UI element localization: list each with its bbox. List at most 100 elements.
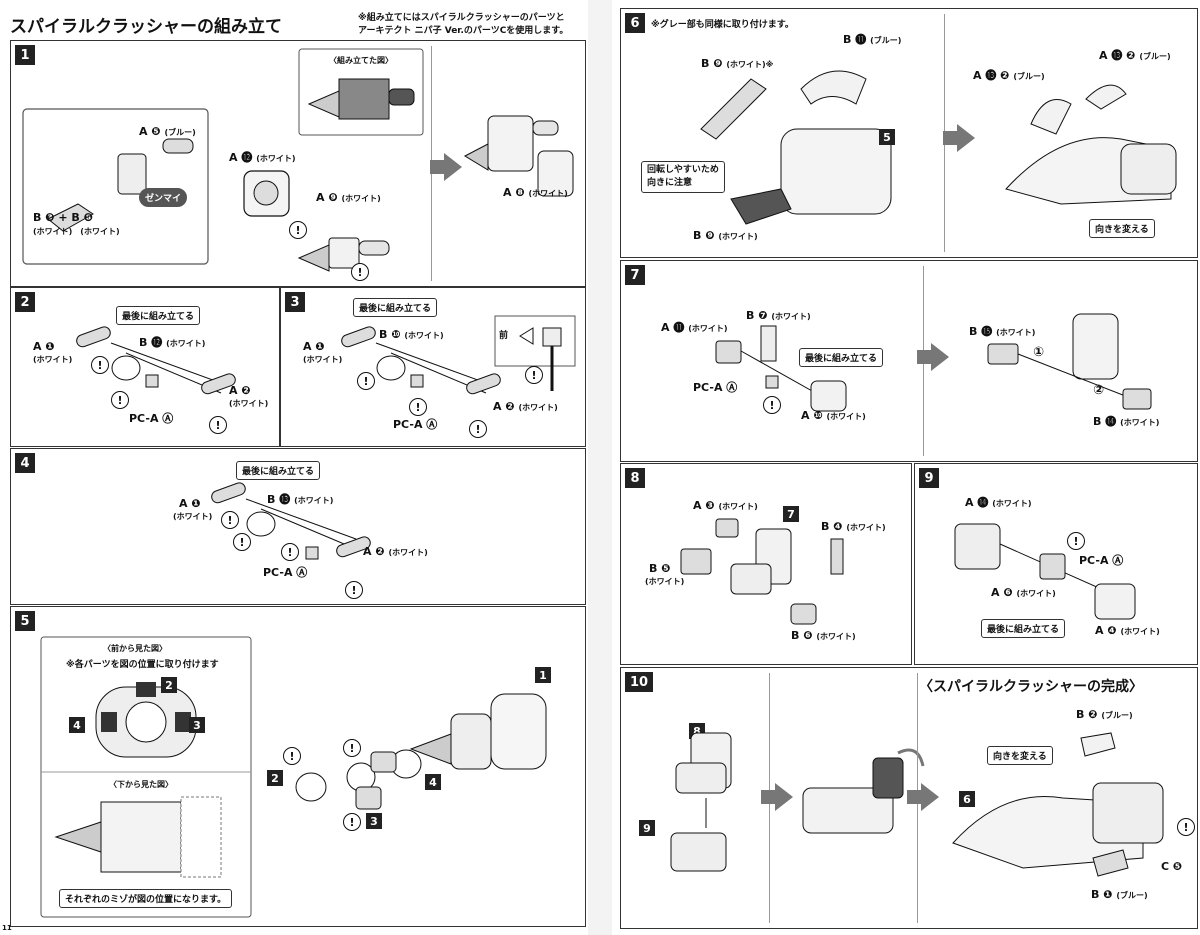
part-a1-color: (ホワイト)	[303, 355, 343, 364]
step-number: 1	[15, 45, 35, 65]
part-a2-label: A ❷ (ホワイト)	[493, 400, 558, 413]
step-number: 9	[919, 468, 939, 488]
part-a8-label: A ❽ (ホワイト)	[503, 186, 568, 199]
step-3-panel: 3 最後に組み立てる A ❶ (ホワイト) B ❿ (ホワイト) 前 A ❷ (…	[280, 287, 586, 447]
step-number: 5	[15, 611, 35, 631]
assemble-last-callout: 最後に組み立てる	[236, 461, 321, 480]
caution-icon: !	[281, 543, 299, 561]
step-7-panel: 7 A ⓫ (ホワイト) B ❼ (ホワイト) 最後に組み立てる PC-A Ⓐ …	[620, 260, 1198, 462]
caution-icon: !	[209, 416, 227, 434]
part-a4-label: A ❹ (ホワイト)	[1095, 624, 1160, 637]
assembled-view-title: 〈組み立てた図〉	[329, 56, 393, 65]
part-b13-label: B ⓭ (ホワイト)	[267, 493, 334, 506]
part-b15-label: B ⓯ (ホワイト)	[969, 325, 1036, 338]
next-arrow-icon	[907, 783, 939, 811]
part-b1-label: B ❶ (ブルー)	[1091, 888, 1148, 901]
ring-parts-drawing	[295, 749, 422, 810]
step-5-panel: 5 〈前から見た図〉 ※各パーツを図の位置に取り付けます 2 4 3 〈下から見…	[10, 606, 586, 927]
page-number: 11	[2, 924, 12, 932]
turn-around-callout: 向きを変える	[1089, 219, 1155, 238]
part-a1-label: A ❶	[179, 497, 201, 510]
caution-icon: !	[1177, 818, 1195, 836]
step-6-result-drawing	[1005, 84, 1177, 205]
part-b7-label: B ❼ (ホワイト)	[746, 309, 811, 322]
caution-icon: !	[233, 533, 251, 551]
part-pc-a-label: PC-A Ⓐ	[1079, 554, 1124, 567]
step-4-drawing	[211, 482, 371, 560]
ref-part-2: 2	[267, 770, 283, 786]
drill-body-drawing	[409, 693, 547, 770]
usage-note-line2: アーキテクト ニパ子 Ver.のパーツCを使用します。	[358, 26, 569, 36]
part-b2-label: B ❷ (ブルー)	[1076, 708, 1133, 721]
step-8-drawing	[680, 518, 844, 625]
part-b3-b8-colors: (ホワイト) (ホワイト)	[33, 227, 120, 236]
ref-part-3: 3	[366, 813, 382, 829]
part-b4-label: B ❹ (ホワイト)	[821, 520, 886, 533]
exploded-view-box	[22, 108, 209, 265]
part-b14-label: B ⓮ (ホワイト)	[1093, 415, 1160, 428]
spring-callout: ゼンマイ	[139, 188, 188, 207]
order-1-marker: ①	[1033, 345, 1045, 360]
part-drill-drawing	[297, 237, 390, 272]
next-arrow-icon	[761, 783, 793, 811]
caution-icon: !	[283, 747, 301, 765]
caution-icon: !	[763, 396, 781, 414]
part-a13-left-label: A ⓭ ❷ (ブルー)	[973, 69, 1045, 82]
caution-icon: !	[351, 263, 369, 281]
part-a13-right-label: A ⓭ ❷ (ブルー)	[1099, 49, 1171, 62]
part-pc-a-label: PC-A Ⓐ	[129, 412, 174, 425]
next-arrow-icon	[943, 124, 975, 152]
caution-icon: !	[345, 581, 363, 599]
part-b9-lower-label: B ❾ (ホワイト)	[693, 229, 758, 242]
caution-icon: !	[469, 420, 487, 438]
part-pc-a-label: PC-A Ⓐ	[263, 566, 308, 579]
part-b10-label: B ❿ (ホワイト)	[379, 328, 444, 341]
completed-title: 〈スパイラルクラッシャーの完成〉	[919, 679, 1143, 695]
part-b9-label: B ❾ (ホワイト)※	[701, 57, 774, 70]
step-number: 6	[625, 13, 645, 33]
right-page: 6 ※グレー部も同様に取り付けます。 B ❾ (ホワイト)※ B ⓫ (ブルー)…	[612, 0, 1200, 935]
rotate-assembly-drawing	[802, 748, 925, 834]
step-1-result-drawing	[463, 115, 574, 197]
caution-icon: !	[343, 813, 361, 831]
step-7-drawing	[715, 325, 847, 412]
part-b12-label: B ⓬ (ホワイト)	[139, 336, 206, 349]
part-b11-label: B ⓫ (ブルー)	[843, 33, 902, 46]
step-10-parts-drawing	[670, 732, 732, 872]
step-9-drawing	[954, 523, 1136, 620]
caution-icon: !	[91, 356, 109, 374]
step-number: 8	[625, 468, 645, 488]
caution-icon: !	[343, 739, 361, 757]
ref-part-6: 6	[959, 791, 975, 807]
step-2-drawing	[76, 326, 236, 395]
front-label: 前	[499, 331, 509, 341]
part-a1-color: (ホワイト)	[173, 512, 213, 521]
part-a2-color: (ホワイト)	[229, 399, 269, 408]
assemble-last-callout: 最後に組み立てる	[116, 306, 201, 325]
step-7-result-drawing	[987, 313, 1152, 410]
step-6-panel: 6 ※グレー部も同様に取り付けます。 B ❾ (ホワイト)※ B ⓫ (ブルー)…	[620, 8, 1198, 258]
reference-views-box	[40, 636, 252, 918]
ref-part-9: 9	[639, 820, 655, 836]
next-arrow-icon	[917, 343, 949, 371]
step-3-drawing	[341, 326, 501, 395]
caution-icon: !	[289, 221, 307, 239]
groove-note: それぞれのミゾが図の位置になります。	[59, 889, 233, 908]
caution-icon: !	[111, 391, 129, 409]
caution-icon: !	[221, 511, 239, 529]
step-10-panel: 10 8 9 〈スパイラルクラッシャーの完成〉 B ❷ (ブルー) 向きを変える…	[620, 667, 1198, 929]
front-direction-inset	[494, 315, 576, 391]
front-view-title: 〈前から見た図〉	[103, 644, 167, 653]
page-gutter	[588, 0, 612, 935]
rotation-caution-callout: 回転しやすいため 向きに注意	[641, 161, 725, 193]
part-a9-label: A ❾ (ホワイト)	[316, 191, 381, 204]
left-page: スパイラルクラッシャーの組み立て ※組み立てにはスパイラルクラッシャーのパーツと…	[0, 0, 588, 935]
part-a10-label: A ❿ (ホワイト)	[801, 409, 866, 422]
part-b5-label: B ❺	[649, 562, 671, 575]
assemble-last-callout: 最後に組み立てる	[981, 619, 1066, 638]
usage-note-line1: ※組み立てにはスパイラルクラッシャーのパーツと	[358, 13, 565, 23]
order-2-marker: ②	[1093, 383, 1105, 398]
part-a1-label: A ❶	[303, 340, 325, 353]
front-view-note: ※各パーツを図の位置に取り付けます	[66, 660, 219, 670]
step-8-panel: 8 A ❸ (ホワイト) 7 B ❹ (ホワイト) B ❺ (ホワイト) B ❻…	[620, 463, 912, 665]
